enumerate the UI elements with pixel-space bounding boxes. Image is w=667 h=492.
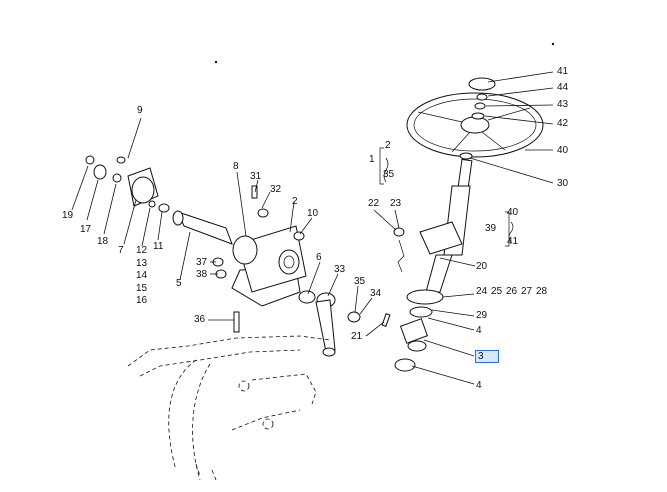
horn-cap bbox=[468, 77, 496, 91]
pitman-arm bbox=[315, 299, 336, 353]
callout-43[interactable]: 43 bbox=[557, 99, 569, 110]
callout-3-selected[interactable]: 3 bbox=[475, 350, 499, 363]
callout-2[interactable]: 2 bbox=[292, 196, 298, 207]
callout-42[interactable]: 42 bbox=[557, 118, 569, 129]
callout-4[interactable]: 4 bbox=[476, 325, 482, 336]
callout-44[interactable]: 44 bbox=[557, 82, 569, 93]
callout-25[interactable]: 25 bbox=[491, 286, 503, 297]
callout-9[interactable]: 9 bbox=[137, 105, 143, 116]
housing-cover bbox=[85, 155, 159, 207]
callout-4-lower[interactable]: 4 bbox=[476, 380, 482, 391]
callout-28[interactable]: 28 bbox=[536, 286, 548, 297]
callout-7[interactable]: 7 bbox=[118, 245, 124, 256]
callout-40[interactable]: 40 bbox=[557, 145, 569, 156]
corner-dot bbox=[214, 60, 218, 64]
callout-40-range[interactable]: 40 bbox=[507, 207, 519, 218]
steering-gearbox bbox=[231, 225, 361, 357]
callout-11[interactable]: 11 bbox=[153, 241, 164, 252]
callout-21[interactable]: 21 bbox=[351, 331, 363, 342]
callout-24[interactable]: 24 bbox=[476, 286, 488, 297]
callout-23[interactable]: 23 bbox=[390, 198, 402, 209]
callout-15[interactable]: 15 bbox=[136, 283, 148, 294]
callout-18[interactable]: 18 bbox=[97, 236, 109, 247]
callout-12[interactable]: 12 bbox=[136, 245, 148, 256]
callout-27[interactable]: 27 bbox=[521, 286, 533, 297]
callout-13[interactable]: 13 bbox=[136, 258, 148, 269]
callout-29[interactable]: 29 bbox=[476, 310, 488, 321]
callout-32[interactable]: 32 bbox=[270, 184, 282, 195]
callout-20[interactable]: 20 bbox=[476, 261, 488, 272]
callout-34[interactable]: 34 bbox=[370, 288, 382, 299]
callout-1[interactable]: 1 bbox=[369, 154, 375, 165]
callout-38[interactable]: 38 bbox=[196, 269, 208, 280]
callout-2-range[interactable]: 2 bbox=[385, 140, 391, 151]
column-bracket bbox=[419, 221, 463, 255]
callout-8[interactable]: 8 bbox=[233, 161, 239, 172]
callout-41-range[interactable]: 41 bbox=[507, 236, 519, 247]
callout-16[interactable]: 16 bbox=[136, 295, 148, 306]
callout-22[interactable]: 22 bbox=[368, 198, 380, 209]
steering-column bbox=[394, 152, 473, 372]
callout-31[interactable]: 31 bbox=[250, 171, 262, 182]
callout-35-range[interactable]: 35 bbox=[383, 169, 395, 180]
callout-41[interactable]: 41 bbox=[557, 66, 569, 77]
callout-6[interactable]: 6 bbox=[316, 252, 322, 263]
callout-14[interactable]: 14 bbox=[136, 270, 148, 281]
callout-17[interactable]: 17 bbox=[80, 224, 92, 235]
leader-lines bbox=[71, 71, 554, 385]
callout-10[interactable]: 10 bbox=[307, 208, 319, 219]
callout-37[interactable]: 37 bbox=[196, 257, 208, 268]
steering-wheel bbox=[406, 77, 544, 158]
callout-30[interactable]: 30 bbox=[557, 178, 569, 189]
callout-19[interactable]: 19 bbox=[62, 210, 74, 221]
corner-dot bbox=[551, 42, 555, 46]
callout-26[interactable]: 26 bbox=[506, 286, 518, 297]
axle-housing bbox=[127, 335, 331, 481]
callout-33[interactable]: 33 bbox=[334, 264, 346, 275]
callout-5[interactable]: 5 bbox=[176, 278, 182, 289]
callout-39[interactable]: 39 bbox=[485, 223, 497, 234]
worm-shaft bbox=[148, 200, 233, 245]
callout-36[interactable]: 36 bbox=[194, 314, 206, 325]
callout-35[interactable]: 35 bbox=[354, 276, 366, 287]
